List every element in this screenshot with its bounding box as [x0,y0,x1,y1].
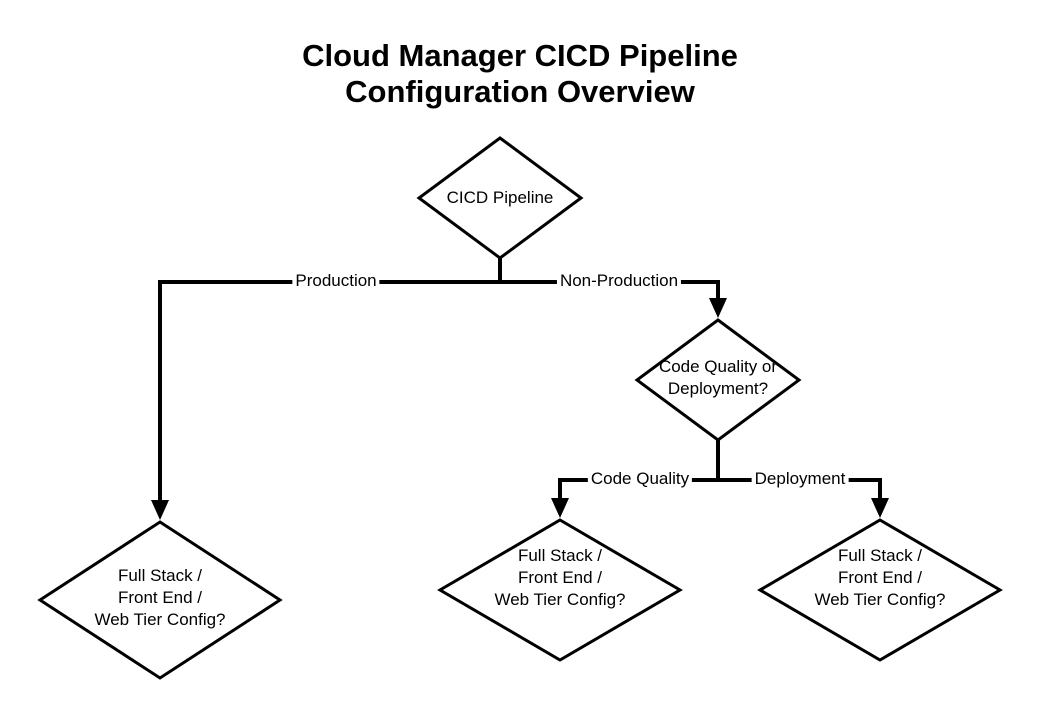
arrowheads [151,298,889,520]
node-deployment-config-shape [757,518,1003,662]
node-code-quality-or-deployment-label: Code Quality or Deployment? [658,357,778,398]
edge-label-non-production: Non-Production [556,271,682,291]
arrowhead-code-quality [551,498,569,518]
arrowhead-non-production [709,298,727,318]
node-code-quality-config-shape [437,518,683,662]
node-deployment-config-label: Full Stack / Front End / Web Tier Config… [814,546,946,609]
node-shapes [37,136,1003,680]
node-code-quality-config-label: Full Stack / Front End / Web Tier Config… [494,546,626,609]
node-cicd-pipeline-label: CICD Pipeline [446,188,554,207]
connector-quality-deployment-branch [558,478,882,508]
edge-label-code-quality: Code Quality [587,469,693,489]
edge-label-production: Production [292,271,380,291]
diagram-title-line-1: Cloud Manager CICD Pipeline [302,38,738,73]
diagram-title: Cloud Manager CICD Pipeline Configuratio… [0,38,1040,110]
node-production-config-shape [37,520,283,680]
node-production-config-label: Full Stack / Front End / Web Tier Config… [94,566,226,629]
diagram-title-line-2: Configuration Overview [345,74,695,109]
arrowhead-deployment [871,498,889,518]
edge-label-deployment: Deployment [751,469,849,489]
connector-production-nonproduction-branch [158,280,720,508]
connectors [158,257,882,508]
arrowhead-production [151,500,169,520]
